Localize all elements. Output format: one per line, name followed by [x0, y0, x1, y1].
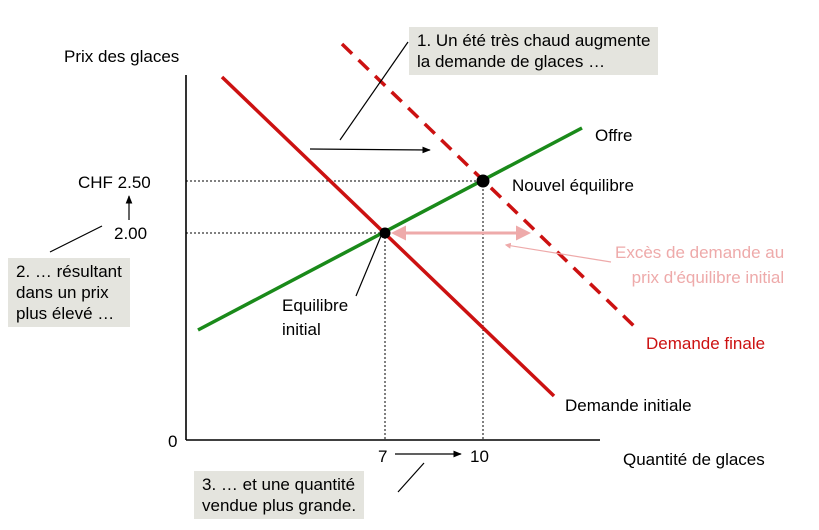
note-step-3: 3. … et une quantité vendue plus grande. [194, 471, 365, 519]
initial-equilibrium-label: Equilibre initial [282, 296, 349, 339]
demand-shift-arrow [309, 146, 431, 154]
y-tick-2-50: CHF 2.50 [78, 173, 151, 192]
y-axis-title: Prix des glaces [64, 47, 180, 66]
note1-connector [339, 41, 409, 141]
x-tick-10: 10 [470, 447, 489, 466]
supply-label: Offre [595, 126, 633, 145]
note2-connector [49, 225, 103, 253]
origin-label: 0 [168, 432, 178, 451]
x-tick-7: 7 [378, 447, 388, 466]
y-tick-2-00: 2.00 [114, 224, 148, 243]
note3-connector [397, 462, 425, 493]
excess-demand-label: Excès de demande au prix d'équilibre ini… [615, 243, 785, 287]
demand-final-label: Demande finale [646, 334, 766, 353]
x-axis-title: Quantité de glaces [623, 450, 765, 469]
new-equilibrium-label: Nouvel équilibre [512, 176, 634, 195]
supply-curve [197, 126, 583, 332]
initial-equilibrium-point [379, 227, 391, 239]
note-step-1: 1. Un été très chaud augmente la demande… [409, 27, 659, 75]
new-equilibrium-point [476, 174, 490, 188]
equilibrium-label-connector [355, 235, 382, 297]
note-step-2: 2. … résultant dans un prix plus élevé … [8, 258, 130, 327]
excess-demand-pointer [504, 242, 612, 263]
demand-initial-label: Demande initiale [565, 396, 692, 415]
